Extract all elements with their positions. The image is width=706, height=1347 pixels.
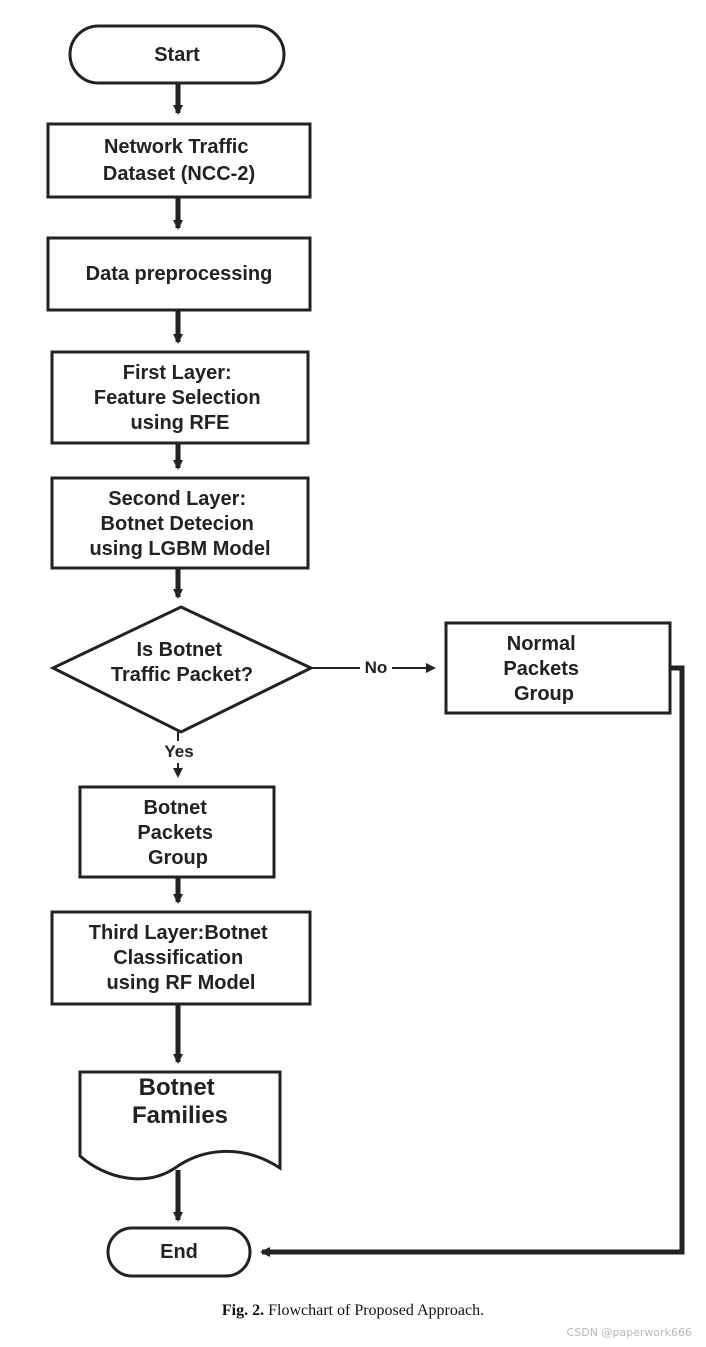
first-layer-line-2: Feature Selection xyxy=(94,387,261,409)
third-layer-node: Third Layer:Botnet Classification using … xyxy=(50,910,312,1006)
first-layer-label: First Layer: Feature Selection using RFE xyxy=(94,362,266,434)
families-node: Botnet Families xyxy=(78,1070,282,1181)
preprocessing-node: Data preprocessing xyxy=(46,236,312,312)
flowchart: No Yes Start Network Traffic Dataset (NC… xyxy=(46,24,685,1278)
start-label: Start xyxy=(154,44,200,66)
watermark: CSDN @paperwork666 xyxy=(566,1326,692,1339)
first-layer-line-1: First Layer: xyxy=(123,362,232,384)
botnet-group-line-3: Group xyxy=(148,847,208,869)
preprocessing-label: Data preprocessing xyxy=(86,263,273,285)
normal-group-label: Normal Packets Group xyxy=(503,633,584,705)
families-line-1: Botnet xyxy=(139,1074,215,1101)
dataset-label: Network Traffic Dataset (NCC-2) xyxy=(103,136,255,185)
decision-line-1: Is Botnet xyxy=(136,639,222,661)
first-layer-line-3: using RFE xyxy=(131,412,230,434)
dataset-label-line-1: Network Traffic xyxy=(104,136,248,158)
botnet-group-node: Botnet Packets Group xyxy=(78,785,276,879)
families-line-2: Families xyxy=(132,1102,228,1129)
edge-label-yes-bg xyxy=(158,741,200,763)
botnet-group-label: Botnet Packets Group xyxy=(137,797,218,869)
third-layer-line-1: Third Layer:Botnet xyxy=(89,922,268,944)
dataset-node: Network Traffic Dataset (NCC-2) xyxy=(46,122,312,199)
decision-line-2: Traffic Packet? xyxy=(111,664,253,686)
second-layer-line-3: using LGBM Model xyxy=(89,538,270,560)
normal-group-line-2: Packets xyxy=(503,658,579,680)
caption-text: Flowchart of Proposed Approach. xyxy=(268,1302,485,1319)
edge-label-no-bg xyxy=(360,657,392,679)
botnet-group-line-1: Botnet xyxy=(144,797,208,819)
end-label: End xyxy=(160,1241,198,1263)
second-layer-node: Second Layer: Botnet Detecion using LGBM… xyxy=(50,476,310,570)
third-layer-line-2: Classification xyxy=(113,947,243,969)
botnet-group-line-2: Packets xyxy=(137,822,213,844)
third-layer-label: Third Layer:Botnet Classification using … xyxy=(89,922,273,994)
start-node: Start xyxy=(68,24,286,85)
normal-group-line-3: Group xyxy=(514,683,574,705)
edge-normal-group-to-end xyxy=(260,665,685,1257)
normal-group-line-1: Normal xyxy=(507,633,576,655)
decision-label: Is Botnet Traffic Packet? xyxy=(111,639,253,686)
normal-group-node: Normal Packets Group xyxy=(444,621,672,715)
decision-node: Is Botnet Traffic Packet? xyxy=(49,605,315,734)
third-layer-line-3: using RF Model xyxy=(107,972,256,994)
second-layer-line-2: Botnet Detecion xyxy=(101,513,254,535)
edge-label-no: No xyxy=(365,658,388,677)
first-layer-node: First Layer: Feature Selection using RFE xyxy=(50,350,310,445)
second-layer-line-1: Second Layer: xyxy=(108,488,246,510)
second-layer-label: Second Layer: Botnet Detecion using LGBM… xyxy=(89,488,270,560)
caption-label: Fig. 2. xyxy=(221,1302,265,1319)
figure-caption: Fig. 2. Flowchart of Proposed Approach. xyxy=(0,1302,706,1320)
end-node: End xyxy=(106,1226,252,1278)
families-label: Botnet Families xyxy=(132,1074,228,1129)
dataset-label-line-2: Dataset (NCC-2) xyxy=(103,163,255,185)
edge-label-yes: Yes xyxy=(164,742,193,761)
